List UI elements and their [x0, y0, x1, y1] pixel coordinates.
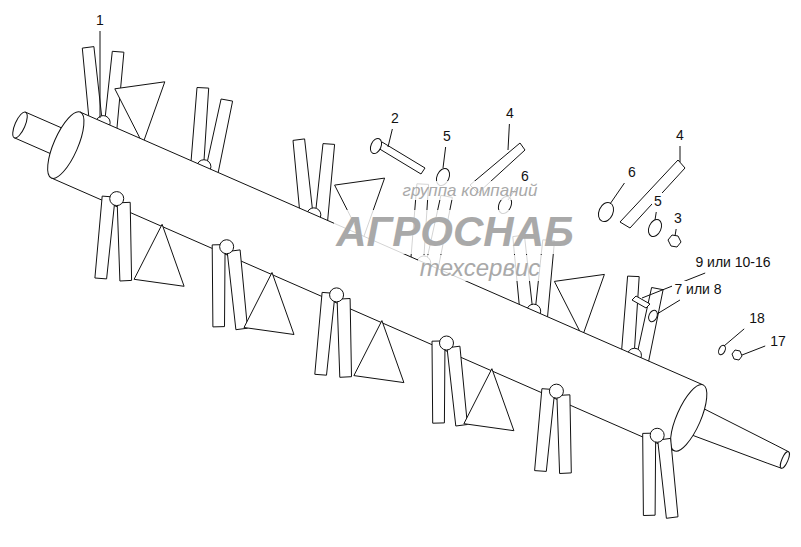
leader-line — [443, 147, 446, 168]
leader-line — [724, 329, 744, 346]
knife-blade — [117, 202, 131, 281]
nut — [732, 350, 742, 360]
bolt — [378, 142, 425, 174]
nut — [668, 235, 681, 247]
knife-blade — [432, 341, 445, 423]
paddle-plate — [134, 224, 184, 286]
spring-washer — [717, 344, 727, 356]
hinge-bolt — [330, 288, 344, 302]
knife-blade — [535, 389, 555, 472]
tube-end — [40, 107, 91, 183]
knife-blade — [620, 160, 685, 228]
callout-number: 4 — [674, 127, 686, 143]
bolt-head — [368, 137, 384, 156]
knife-blade — [315, 292, 335, 375]
hinge-bolt — [110, 192, 124, 206]
hinge-bolt — [439, 336, 453, 350]
knife-blade — [447, 346, 467, 426]
paddle-plate — [464, 369, 514, 431]
leader-line — [655, 212, 656, 220]
bolt — [632, 296, 650, 308]
leader-line — [680, 146, 681, 162]
leader-line — [508, 124, 509, 150]
rotor-tube — [10, 107, 791, 469]
leader-line — [742, 346, 765, 355]
shaft-end — [10, 110, 30, 140]
leader-line — [388, 129, 392, 147]
callout-number: 1 — [94, 12, 106, 28]
hinge-bolt — [650, 428, 664, 442]
shaft-end — [779, 450, 792, 469]
paddle-plate — [354, 321, 404, 383]
rotor-tube — [51, 112, 703, 451]
knife-blade — [95, 196, 115, 279]
callout-number: 5 — [652, 193, 664, 209]
watermark-text: группа компаний — [401, 181, 540, 200]
callout-number: 3 — [672, 210, 684, 226]
watermark-text: АГРОСНАБ — [334, 210, 576, 254]
hinge-bolt — [549, 384, 563, 398]
knife-blade — [227, 250, 247, 330]
bushing — [596, 200, 617, 224]
knife-blade — [212, 245, 225, 327]
paddle-plate — [244, 273, 294, 335]
leader-line — [657, 300, 680, 314]
callout-number: 18 — [747, 310, 767, 326]
callout-number: 7 или 8 — [672, 281, 723, 297]
hinge-bolt — [220, 240, 234, 254]
lower-knives — [95, 192, 678, 519]
callout-number: 2 — [389, 110, 401, 126]
leader-line — [675, 229, 676, 236]
knife-blade — [621, 276, 639, 359]
knife-blade — [643, 433, 656, 515]
callout-number: 6 — [626, 164, 638, 180]
callout-number: 4 — [504, 105, 516, 121]
callout-number: 17 — [768, 333, 788, 349]
leader-line — [100, 31, 101, 118]
knife-blade — [337, 299, 351, 378]
callout-number: 9 или 10-16 — [693, 254, 772, 270]
knife-blade — [658, 438, 678, 518]
knife-blade — [557, 395, 571, 474]
washer — [647, 309, 659, 323]
leader-line — [610, 183, 624, 204]
callout-number: 5 — [441, 128, 453, 144]
watermark-text: техсервис — [418, 255, 543, 281]
knife-blade — [190, 88, 208, 171]
washer — [646, 217, 664, 238]
